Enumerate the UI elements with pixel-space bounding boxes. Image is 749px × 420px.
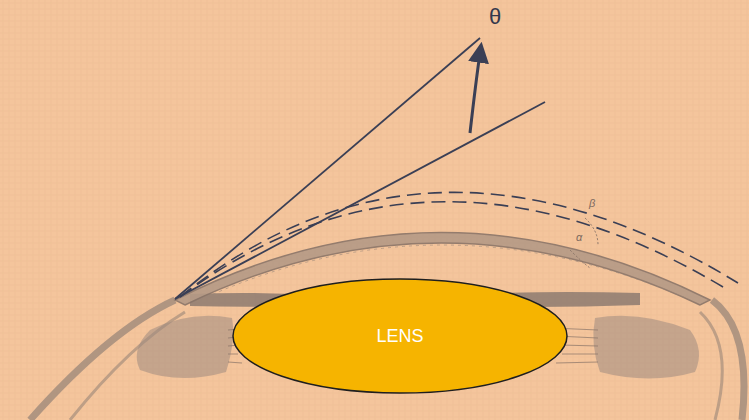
angle-arc xyxy=(470,46,481,133)
lens-ellipse: LENS xyxy=(232,278,568,394)
dashed-cornea xyxy=(180,192,738,297)
tangent-lines xyxy=(175,38,545,299)
angle-arcs xyxy=(570,218,598,268)
lens-label: LENS xyxy=(376,326,423,347)
angle-label: β xyxy=(589,198,595,209)
angle-label: α xyxy=(576,232,582,243)
angle-symbol: θ xyxy=(489,6,501,28)
